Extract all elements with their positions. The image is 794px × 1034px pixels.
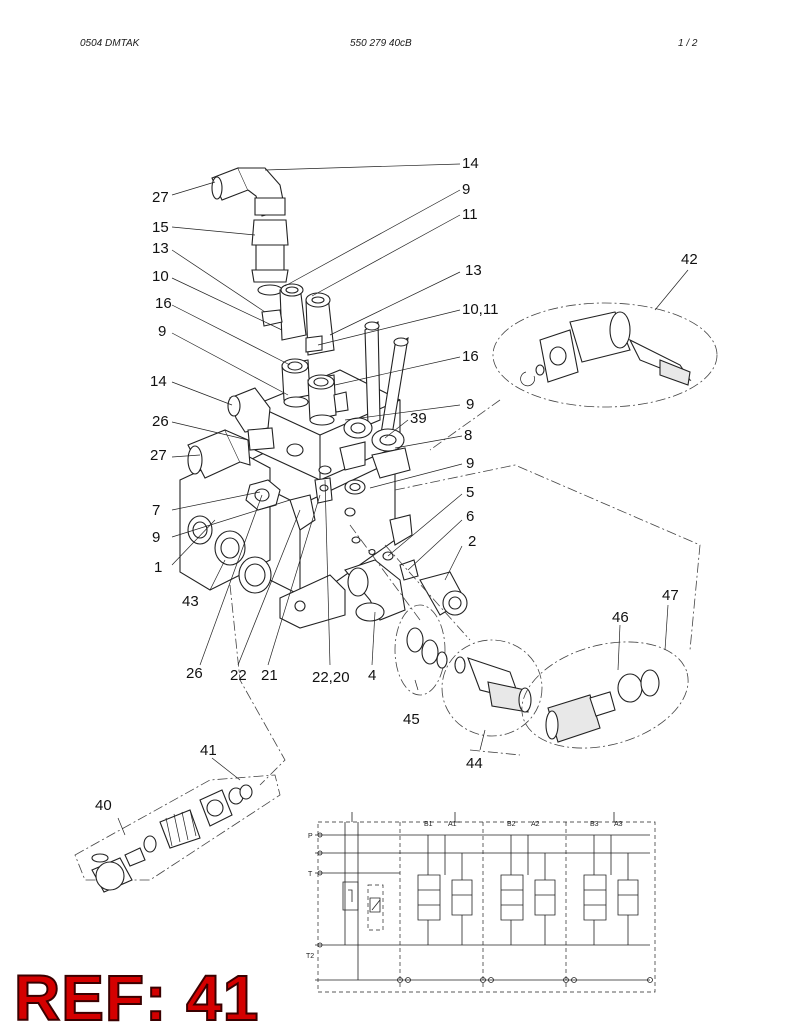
upper-fittings-drawing	[187, 167, 468, 622]
callout-10-11: 10,11	[462, 301, 498, 318]
callout-leader-lines	[117, 163, 689, 836]
schematic-port-t2: T2	[306, 953, 314, 960]
callout-9-right-b: 9	[466, 455, 474, 472]
cover-kit-drawing	[74, 774, 281, 893]
callout-1: 1	[154, 559, 162, 576]
callout-9-bottom-left: 9	[152, 529, 160, 546]
callout-43: 43	[182, 593, 199, 610]
callout-numbers: 14 27 9 15 11 13 13 42 10 10,11 16 9 16 …	[95, 155, 698, 814]
schematic-label-b1: B1	[424, 821, 433, 828]
callout-39: 39	[410, 410, 427, 427]
relief-valve-kits-drawing	[394, 604, 689, 749]
callout-46: 46	[612, 609, 629, 626]
callout-26-bottom: 26	[186, 665, 203, 682]
callout-9-left: 9	[158, 323, 166, 340]
schematic-label-b3: B3	[590, 821, 599, 828]
callout-14-top: 14	[462, 155, 479, 172]
schematic-label-a3: A3	[614, 821, 623, 828]
callout-16-right: 16	[462, 348, 479, 365]
schematic-label-a1: A1	[448, 821, 457, 828]
callout-16-left: 16	[155, 295, 172, 312]
callout-4: 4	[368, 667, 376, 684]
schematic-label-a2: A2	[531, 821, 540, 828]
schematic-port-p: P	[308, 833, 313, 840]
callout-27-top: 27	[152, 189, 169, 206]
hydraulic-schematic: B1 A1 B2 A2 B3 A3 P T T2	[306, 812, 656, 993]
callout-22: 22	[230, 667, 247, 684]
callout-5: 5	[466, 484, 474, 501]
callout-9-right-a: 9	[466, 396, 474, 413]
callout-2: 2	[468, 533, 476, 550]
callout-15: 15	[152, 219, 169, 236]
assembly-connector-lines	[229, 399, 701, 786]
schematic-label-b2: B2	[507, 821, 516, 828]
callout-47: 47	[662, 587, 679, 604]
callout-7: 7	[152, 502, 160, 519]
callout-21: 21	[261, 667, 278, 684]
callout-8: 8	[464, 427, 472, 444]
callout-10: 10	[152, 268, 169, 285]
callout-27-left: 27	[150, 447, 167, 464]
callout-14-left: 14	[150, 373, 167, 390]
callout-45: 45	[403, 711, 420, 728]
header-part-number: 550 279 40cB	[350, 38, 412, 49]
callout-42: 42	[681, 251, 698, 268]
callout-9-top: 9	[462, 181, 470, 198]
callout-40: 40	[95, 797, 112, 814]
callout-6: 6	[466, 508, 474, 525]
callout-11: 11	[462, 206, 478, 223]
callout-44: 44	[466, 755, 483, 772]
valve-body-drawing	[179, 321, 413, 629]
callout-22-20: 22,20	[312, 669, 350, 686]
callout-13-right: 13	[465, 262, 482, 279]
callout-13-left: 13	[152, 240, 169, 257]
header-page-number: 1 / 2	[678, 38, 698, 49]
reference-label: REF: 41	[13, 962, 260, 1034]
callout-41: 41	[200, 742, 217, 759]
schematic-port-t: T	[308, 871, 313, 878]
header-left-code: 0504 DMTAK	[80, 38, 140, 49]
callout-26-left: 26	[152, 413, 169, 430]
solenoid-kit-drawing	[492, 302, 718, 408]
